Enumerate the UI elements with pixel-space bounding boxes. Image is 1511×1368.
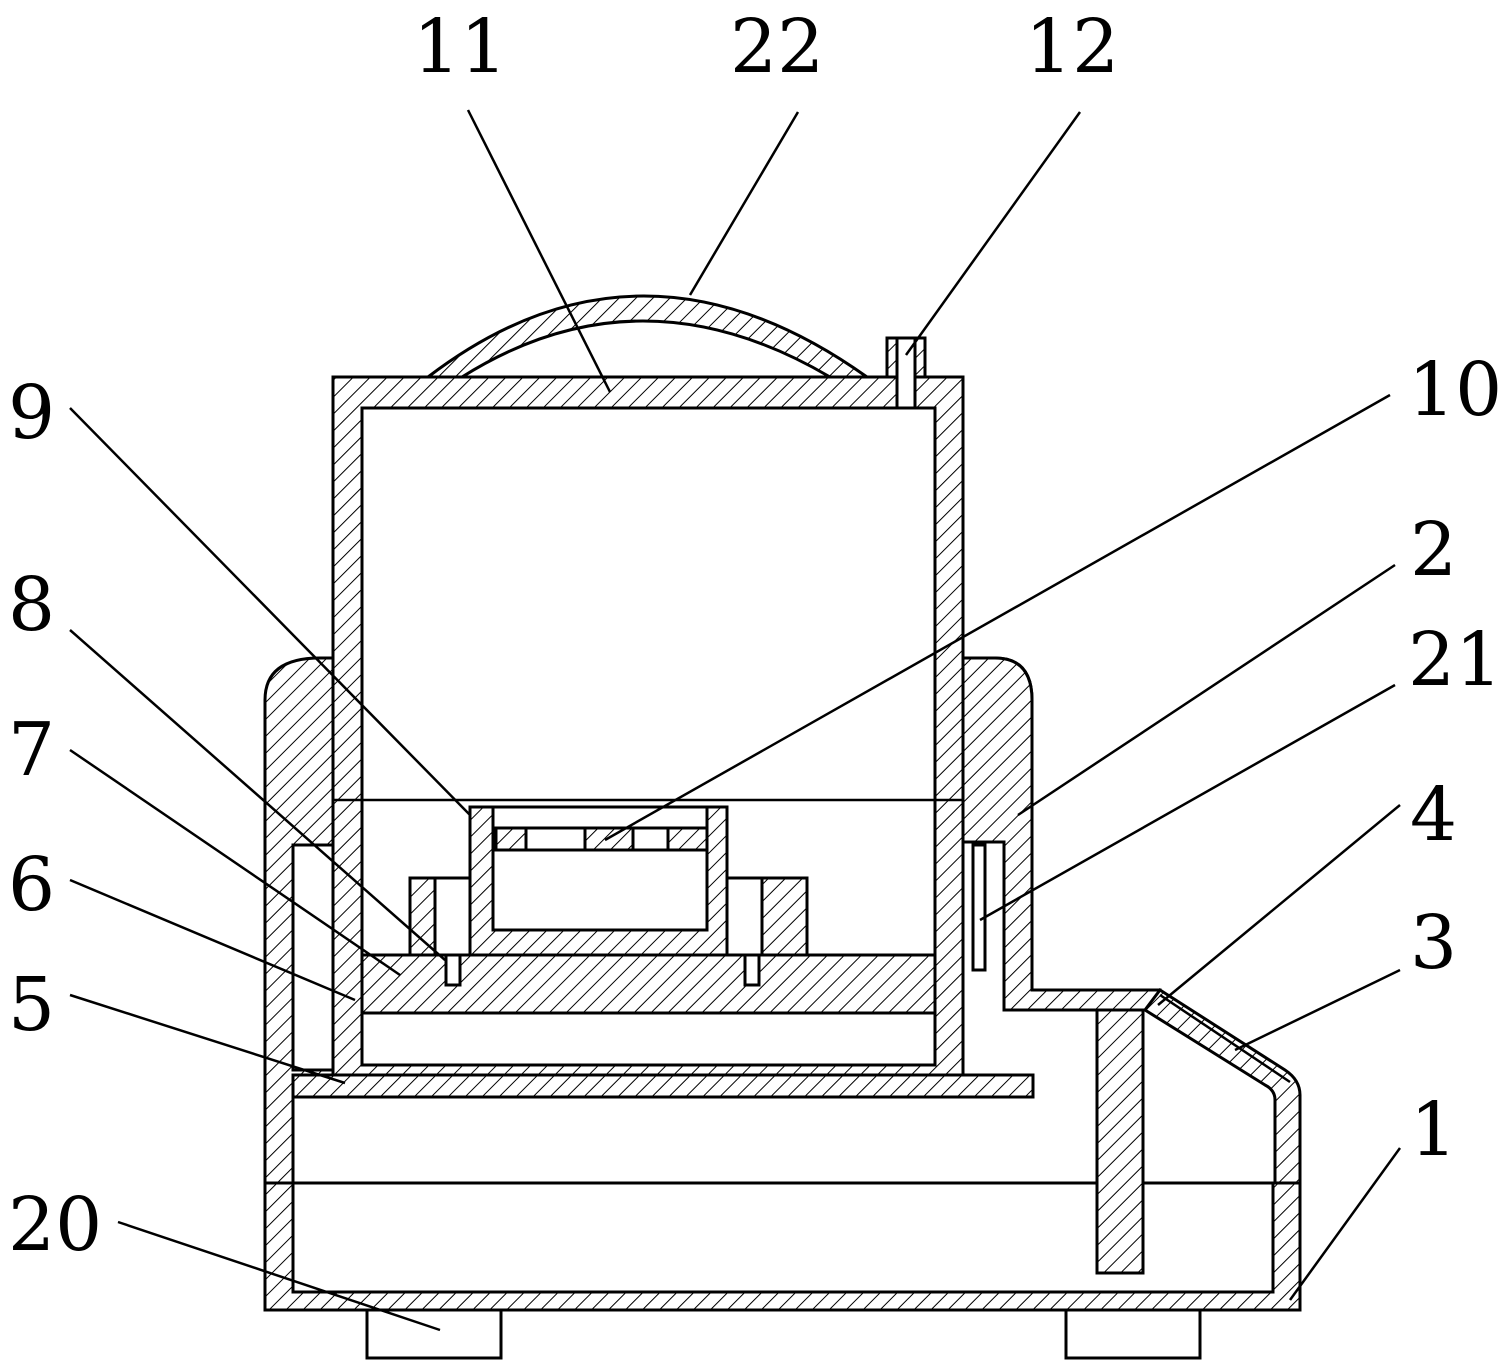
reference-numerals: 11 22 12 9 10 2 21 8 7 4 6 3 5 1 20 xyxy=(8,4,1502,1268)
label-21: 21 xyxy=(1408,617,1502,703)
label-7: 7 xyxy=(8,707,55,793)
vent-pipe-bore xyxy=(895,336,917,410)
support-plate xyxy=(291,1073,1035,1099)
label-3: 3 xyxy=(1410,900,1457,986)
outer-shell-right-step xyxy=(961,656,1162,1012)
left-side-slot xyxy=(291,843,335,1072)
label-2: 2 xyxy=(1410,507,1457,593)
label-22: 22 xyxy=(730,4,824,90)
label-20: 20 xyxy=(8,1182,102,1268)
filter-plate xyxy=(491,826,709,852)
vertical-partition xyxy=(1095,1008,1145,1275)
label-5: 5 xyxy=(8,962,55,1048)
handle xyxy=(423,294,872,379)
bottom-chamber xyxy=(360,1011,937,1067)
right-mount-block xyxy=(725,876,809,957)
right-pin xyxy=(743,953,761,987)
right-foot xyxy=(1064,1308,1202,1360)
base-housing xyxy=(263,1181,1302,1312)
label-12: 12 xyxy=(1025,4,1119,90)
right-guide-rod xyxy=(971,843,987,972)
label-6: 6 xyxy=(8,842,55,928)
left-foot xyxy=(365,1308,503,1360)
label-1: 1 xyxy=(1410,1087,1457,1173)
label-10: 10 xyxy=(1408,347,1502,433)
filter-cup xyxy=(468,805,729,957)
leader-lines xyxy=(69,109,1402,1332)
label-9: 9 xyxy=(8,370,55,456)
left-pin xyxy=(444,953,462,987)
left-mount-block xyxy=(408,876,472,957)
sloped-cover xyxy=(1142,987,1302,1185)
label-4: 4 xyxy=(1410,772,1457,858)
label-11: 11 xyxy=(413,4,507,90)
label-8: 8 xyxy=(8,562,55,648)
